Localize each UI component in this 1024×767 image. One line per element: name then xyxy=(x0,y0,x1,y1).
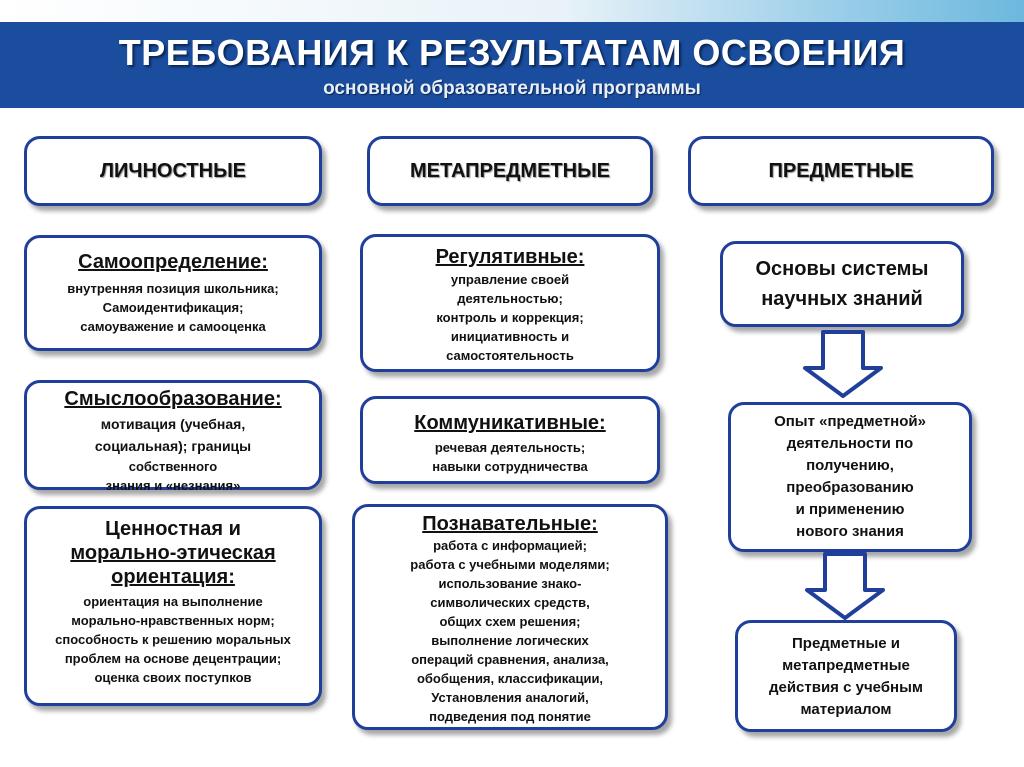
box-regulatory: Регулятивные: управление своей деятельно… xyxy=(360,234,660,372)
decorative-top-strip xyxy=(0,0,1024,22)
box-title: Ценностная и xyxy=(105,518,241,540)
box-line: научных знаний xyxy=(761,288,923,310)
box-line: символических средств, xyxy=(430,595,590,610)
column-header-personal: ЛИЧНОСТНЫЕ xyxy=(24,136,322,206)
box-line: Установления аналогий, xyxy=(431,690,589,705)
box-line: мотивация (учебная, xyxy=(100,416,246,432)
column-header-label: МЕТАПРЕДМЕТНЫЕ xyxy=(409,159,611,182)
page-subtitle: основной образовательной программы xyxy=(323,78,701,99)
box-line: самостоятельность xyxy=(446,348,574,363)
box-line: Предметные и xyxy=(792,635,900,652)
box-title: морально-этическая xyxy=(70,542,276,564)
box-line: выполнение логических xyxy=(431,633,589,648)
box-line: деятельностью; xyxy=(457,291,563,306)
box-line: материалом xyxy=(800,701,892,718)
box-line: операций сравнения, анализа, xyxy=(411,652,609,667)
box-title: Познавательные: xyxy=(422,513,598,535)
box-self-determination: Самоопределение: внутренняя позиция школ… xyxy=(24,235,322,351)
box-meaning-formation: Смыслообразование: мотивация (учебная, с… xyxy=(24,380,322,493)
box-line: деятельности по xyxy=(786,435,914,452)
box-line: Опыт «предметной» xyxy=(774,413,926,430)
box-title: Смыслообразование: xyxy=(64,388,282,410)
box-line: оценка своих поступков xyxy=(94,670,252,685)
box-line: морально-нравственных норм; xyxy=(71,613,275,628)
box-line: и применению xyxy=(795,501,905,518)
box-line: знания и «незнания» xyxy=(105,478,241,493)
box-line: собственного xyxy=(128,459,218,474)
box-subject-experience: Опыт «предметной» деятельности по получе… xyxy=(728,402,972,552)
column-header-label: ЛИЧНОСТНЫЕ xyxy=(100,159,246,182)
box-subject-actions: Предметные и метапредметные действия с у… xyxy=(735,620,957,732)
down-arrow-icon xyxy=(805,552,885,620)
box-line: работа с информацией; xyxy=(433,538,587,553)
box-line: получению, xyxy=(806,457,894,474)
box-title: ориентация: xyxy=(111,566,235,588)
box-scientific-basics: Основы системы научных знаний xyxy=(720,241,964,327)
down-arrow-icon xyxy=(803,330,883,398)
box-line: Основы системы xyxy=(755,258,929,280)
box-value-orientation: Ценностная и морально-этическая ориентац… xyxy=(24,506,322,706)
box-line: подведения под понятие xyxy=(429,709,591,724)
header-banner: ТРЕБОВАНИЯ К РЕЗУЛЬТАТАМ ОСВОЕНИЯ основн… xyxy=(0,22,1024,108)
column-header-meta: МЕТАПРЕДМЕТНЫЕ xyxy=(367,136,653,206)
box-line: преобразованию xyxy=(786,479,914,496)
box-line: ориентация на выполнение xyxy=(83,594,263,609)
box-line: управление своей xyxy=(450,272,570,287)
box-line: нового знания xyxy=(796,523,904,540)
column-header-label: ПРЕДМЕТНЫЕ xyxy=(768,159,914,182)
box-line: самоуважение и самооценка xyxy=(80,319,266,334)
box-line: обобщения, классификации, xyxy=(416,671,604,686)
box-title: Коммуникативные: xyxy=(414,412,606,434)
box-line: Самоидентификация; xyxy=(102,300,244,315)
box-line: контроль и коррекция; xyxy=(436,310,584,325)
box-line: речевая деятельность; xyxy=(434,440,586,455)
box-line: внутренняя позиция школьника; xyxy=(67,281,279,296)
box-cognitive: Познавательные: работа с информацией; ра… xyxy=(352,504,668,730)
box-line: общих схем решения; xyxy=(439,614,581,629)
box-title: Самоопределение: xyxy=(78,251,268,273)
box-line: навыки сотрудничества xyxy=(432,459,588,474)
box-communicative: Коммуникативные: речевая деятельность; н… xyxy=(360,396,660,484)
box-line: работа с учебными моделями; xyxy=(410,557,610,572)
box-line: способность к решению моральных xyxy=(55,632,291,647)
box-line: проблем на основе децентрации; xyxy=(64,651,282,666)
box-title: Регулятивные: xyxy=(435,246,585,268)
page-title: ТРЕБОВАНИЯ К РЕЗУЛЬТАТАМ ОСВОЕНИЯ xyxy=(118,32,906,73)
box-line: использование знако- xyxy=(438,576,582,591)
box-line: метапредметные xyxy=(782,657,910,674)
box-line: инициативность и xyxy=(450,329,570,344)
column-header-subject: ПРЕДМЕТНЫЕ xyxy=(688,136,994,206)
box-line: социальная); границы xyxy=(94,438,252,454)
box-line: действия с учебным xyxy=(768,679,924,696)
